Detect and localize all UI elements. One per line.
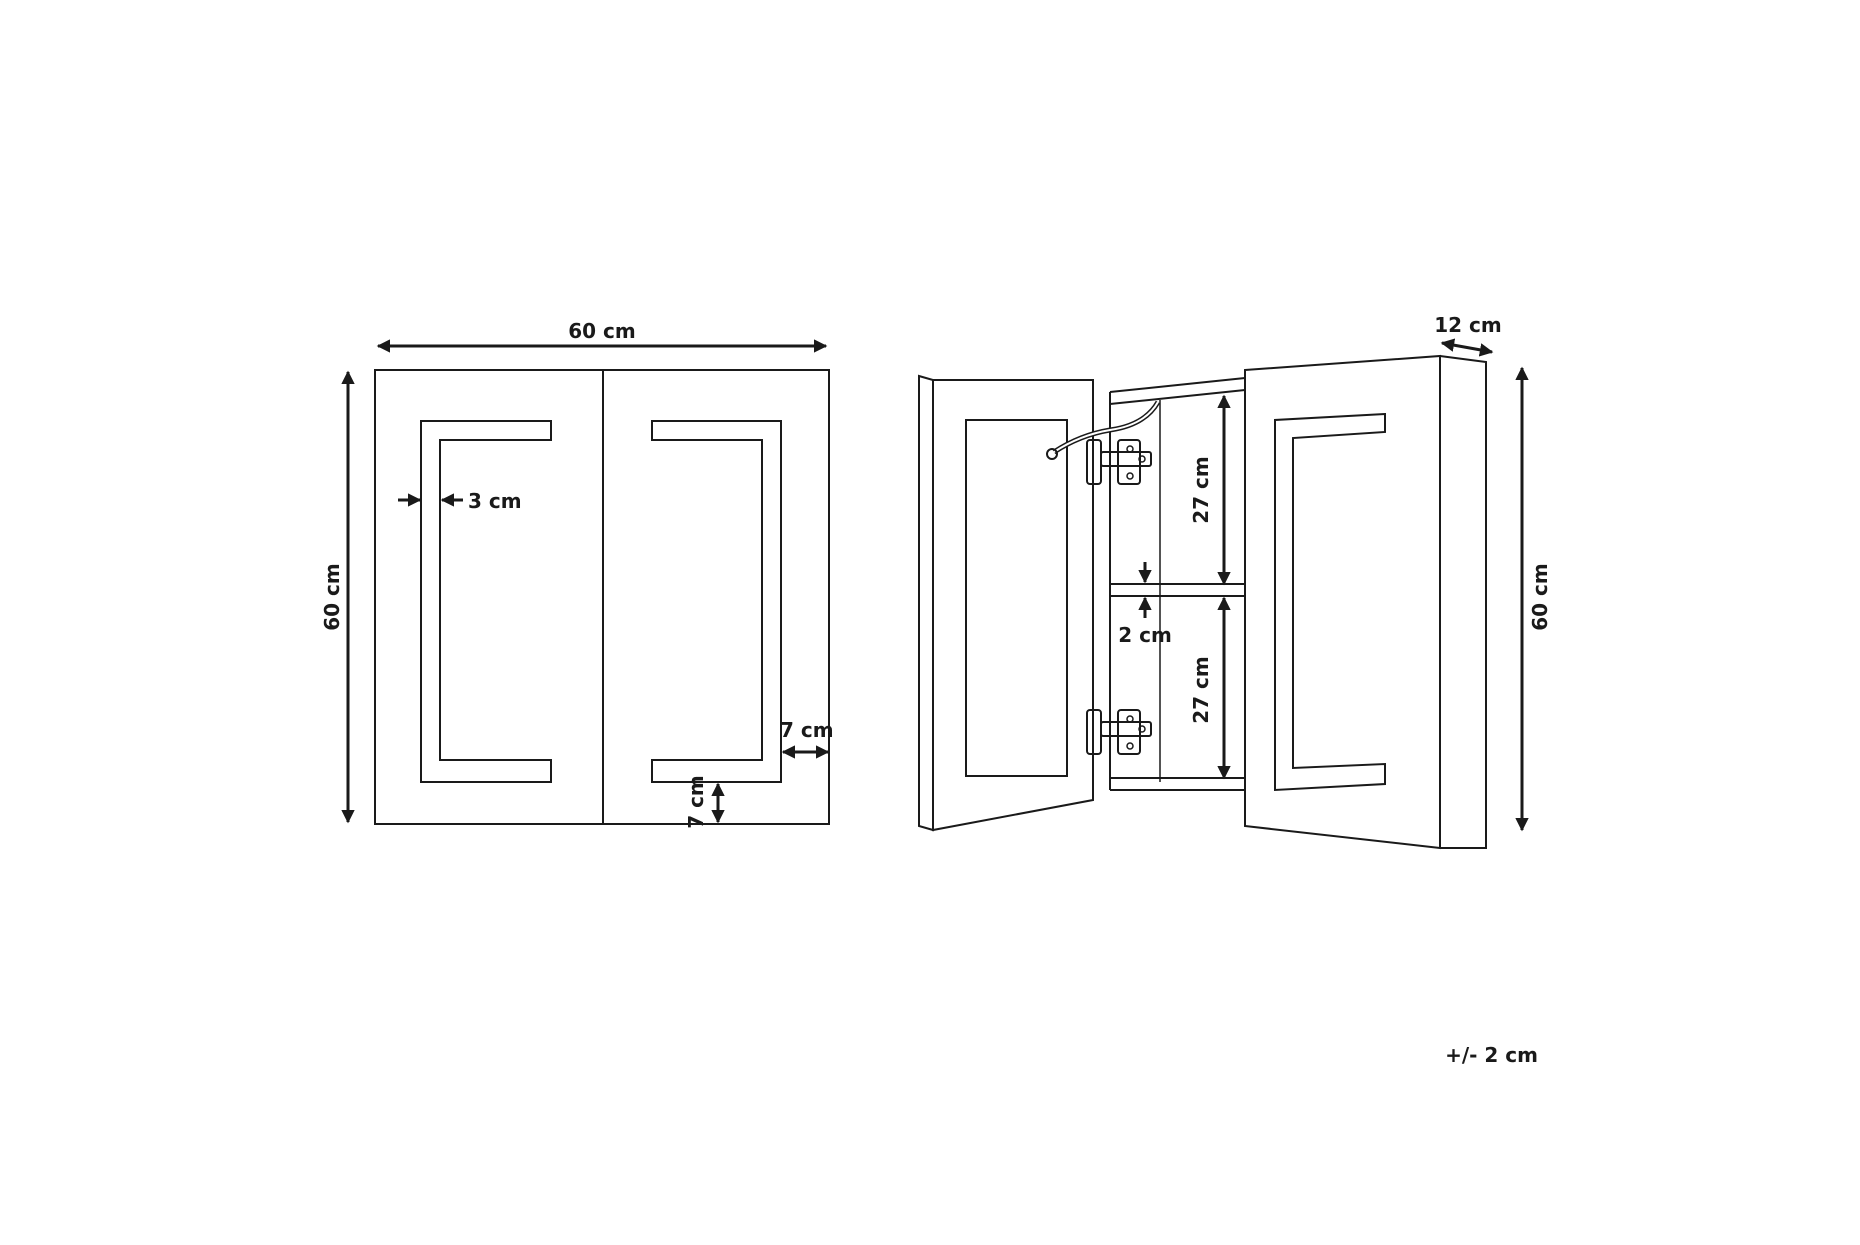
front-width-label: 60 cm [568,319,636,343]
open-door-edge [918,374,934,832]
cable-end [1046,448,1058,460]
led-side-label: 7 cm [780,718,834,742]
interior-top-inner [1109,389,1246,405]
cabinet-side-panel [1439,355,1487,849]
lower-shelf-label: 27 cm [1189,656,1213,724]
upper-shelf-label: 27 cm [1189,456,1213,524]
open-view: 12 cm 60 cm 27 cm 2 cm 27 cm [918,313,1552,850]
upper-hinge [1086,439,1152,485]
interior-top-edge [1109,377,1246,393]
closed-door-led-strip [1274,412,1386,792]
front-view: 60 cm 60 cm 3 cm 7 cm 7 cm [320,319,834,829]
led-offset-label: 3 cm [468,489,522,513]
open-height-label: 60 cm [1528,563,1552,631]
right-led-strip [651,420,782,783]
power-cable [1052,400,1161,455]
front-height-label: 60 cm [320,563,344,631]
depth-label: 12 cm [1434,313,1502,337]
lower-hinge [1086,709,1152,755]
led-bottom-label: 7 cm [684,775,708,829]
open-door-face [932,379,1094,832]
depth-dimension-arrow [1440,338,1494,357]
open-door-mirror [965,419,1068,777]
left-led-strip [420,420,552,783]
tolerance-label: +/- 2 cm [1445,1043,1538,1067]
shelf-thickness-label: 2 cm [1118,623,1172,647]
